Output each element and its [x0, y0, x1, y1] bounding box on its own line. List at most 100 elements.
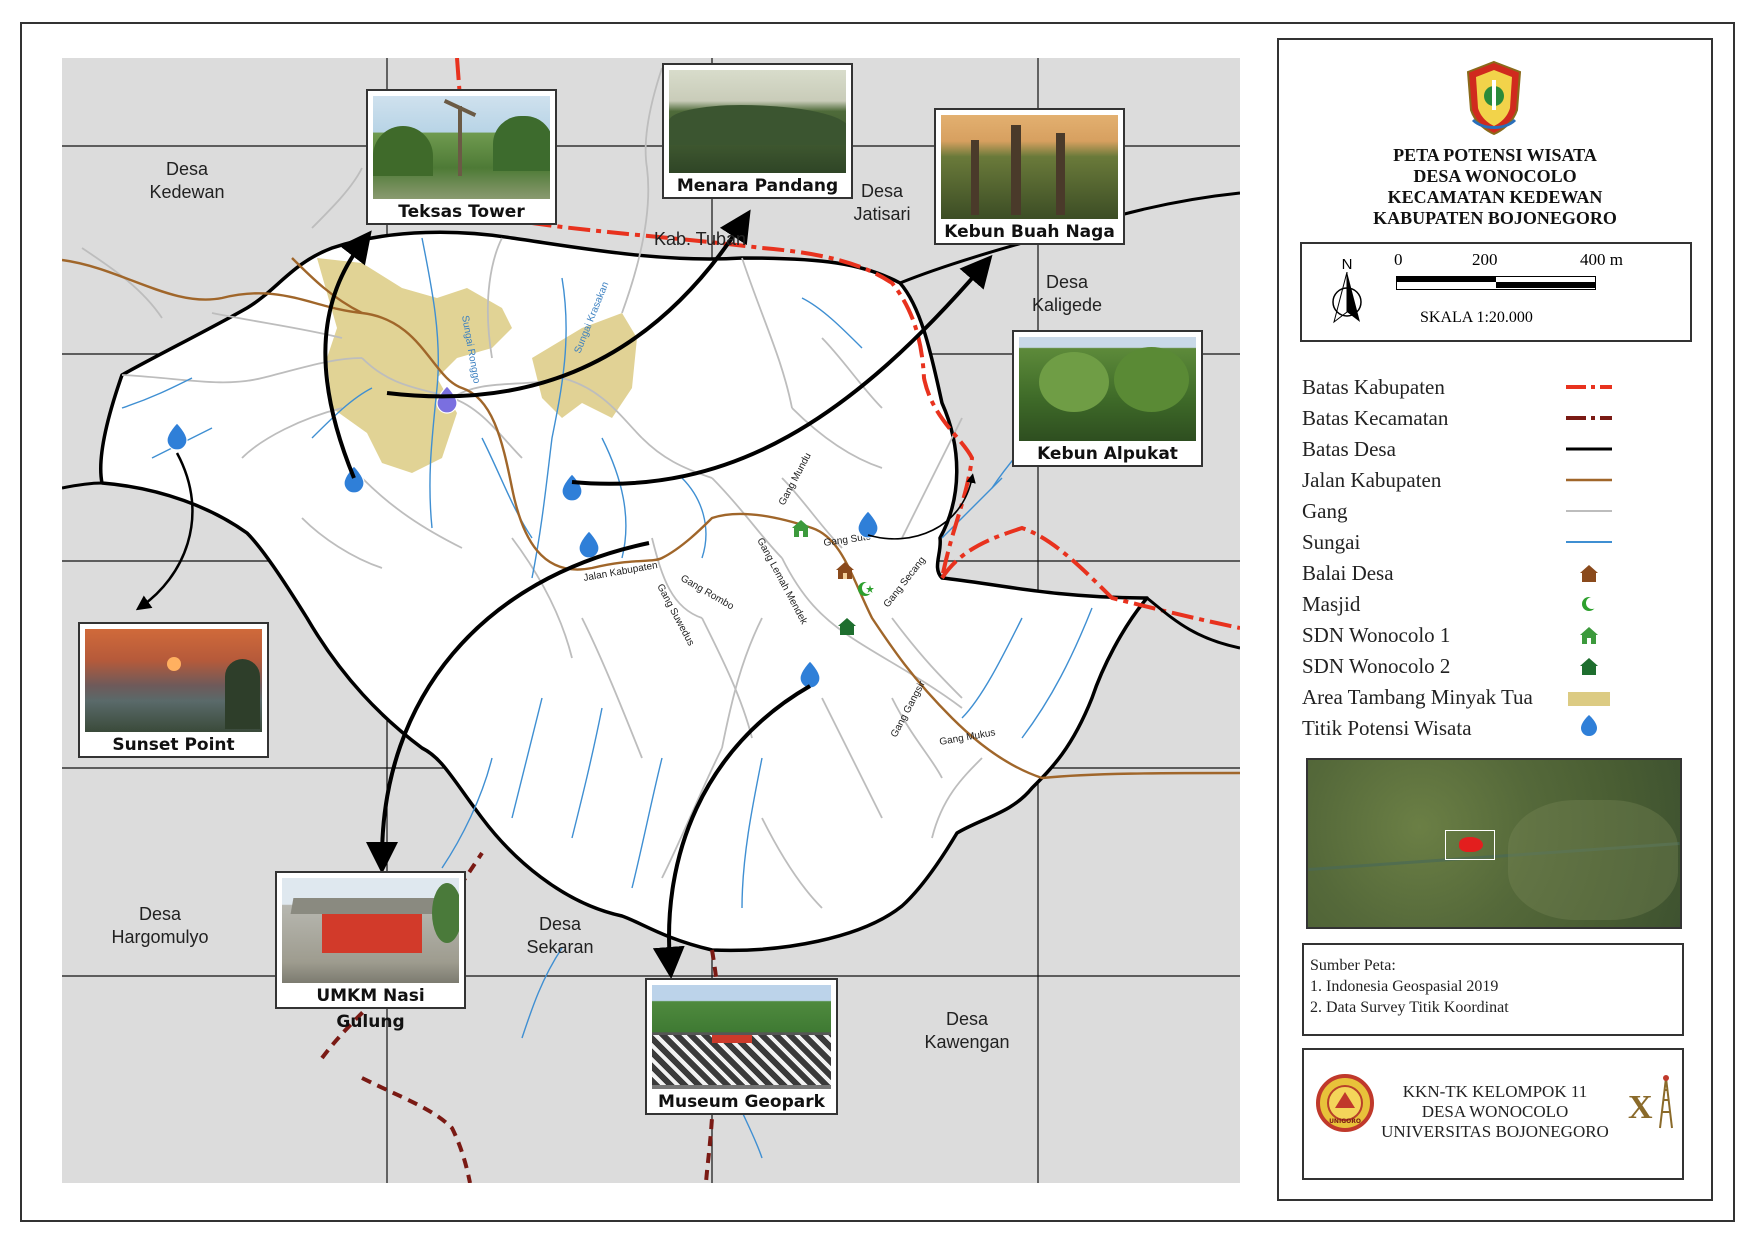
arrow-buah-naga	[571, 254, 993, 486]
legend-symbol-titik-potensi-icon	[1581, 715, 1597, 736]
photo-menara-pandang	[669, 70, 846, 173]
photo-kebun-alpukat	[1019, 337, 1196, 441]
photo-umkm-nasi-gulung	[282, 878, 459, 983]
legend-label-jalan-kabupaten: Jalan Kabupaten	[1302, 468, 1442, 492]
river-network	[121, 237, 1093, 1159]
photo-card-umkm-nasi-gulung[interactable]: UMKM Nasi Gulung	[275, 871, 466, 1032]
arrow-teksas	[323, 230, 372, 479]
scale-tick-200: 200	[1472, 250, 1498, 269]
legend-label-balai-desa: Balai Desa	[1302, 561, 1394, 585]
credit-line-3: UNIVERSITAS BOJONEGORO	[1381, 1122, 1609, 1141]
legend-symbol-sdn-2-icon	[1580, 658, 1598, 675]
arrow-menara	[386, 209, 751, 399]
scale-bar	[1396, 276, 1596, 290]
credit-box: UNIGORO KKN-TK KELOMPOK 11 DESA WONOCOLO…	[1302, 1048, 1684, 1180]
place-label-kab-tuban: Kab. Tuban	[653, 229, 747, 249]
callout-arrows	[135, 209, 993, 979]
photo-sunset-point	[85, 629, 262, 732]
map-title: PETA POTENSI WISATA DESA WONOCOLO KECAMA…	[1290, 145, 1700, 229]
scale-tick-0: 0	[1394, 250, 1403, 269]
gang-network	[81, 67, 983, 909]
photo-card-menara-pandang[interactable]: Menara Pandang	[662, 63, 853, 199]
pin-geopark	[799, 660, 821, 689]
place-label-sekaran: Desa Sekaran	[526, 914, 594, 957]
map-layers: Jalan Kabupaten Gang Suwedus Gang Rombo …	[62, 58, 1240, 1183]
credit-text: KKN-TK KELOMPOK 11 DESA WONOCOLO UNIVERS…	[1364, 1082, 1626, 1142]
photo-museum-geopark	[652, 985, 831, 1089]
bojonegoro-emblem-icon	[1465, 60, 1523, 136]
caption-umkm-nasi-gulung: UMKM Nasi Gulung	[316, 986, 425, 1032]
north-arrow-icon: N	[1324, 256, 1370, 326]
svg-text:X: X	[1628, 1089, 1653, 1126]
sdn-wonocolo-1-icon	[792, 520, 810, 537]
legend-label-batas-kecamatan: Batas Kecamatan	[1302, 406, 1449, 430]
kkn-oil-rig-logo-icon: X	[1626, 1072, 1678, 1132]
photo-card-sunset-point[interactable]: Sunset Point	[78, 622, 269, 758]
legend-symbols	[1566, 385, 1612, 736]
legend-label-sdn-1: SDN Wonocolo 1	[1302, 623, 1451, 647]
locator-minimap[interactable]	[1306, 758, 1682, 929]
place-label-hargomulyo: Desa Hargomulyo	[111, 904, 209, 947]
place-label-kedewan: Desa Kedewan	[149, 159, 225, 202]
pin-umkm	[578, 530, 600, 559]
caption-menara-pandang: Menara Pandang	[676, 176, 839, 196]
caption-sunset-point: Sunset Point	[112, 735, 235, 755]
legend-label-area-tambang: Area Tambang Minyak Tua	[1302, 685, 1533, 709]
source-item-1: 1. Indonesia Geospasial 2019	[1310, 978, 1499, 995]
title-line-1: PETA POTENSI WISATA	[1393, 145, 1597, 165]
legend-label-batas-kabupaten: Batas Kabupaten	[1302, 375, 1445, 399]
arrow-umkm	[366, 541, 650, 874]
balai-desa-icon	[836, 562, 854, 579]
outer-frame	[20, 22, 1735, 1222]
pin-menara	[343, 465, 365, 494]
unigoro-logo-icon: UNIGORO	[1316, 1074, 1374, 1132]
caption-kebun-buah-naga: Kebun Buah Naga	[944, 222, 1115, 242]
sdn-wonocolo-2-icon	[838, 618, 856, 635]
scale-label: SKALA 1:20.000	[1420, 309, 1533, 326]
legend-label-sungai: Sungai	[1302, 530, 1361, 554]
caption-kebun-alpukat: Kebun Alpukat	[1037, 444, 1178, 464]
title-line-2: DESA WONOCOLO	[1413, 166, 1577, 186]
place-label-kawengan: Desa Kawengan	[924, 1009, 1010, 1052]
legend-label-masjid: Masjid	[1302, 592, 1361, 616]
photo-kebun-buah-naga	[941, 115, 1118, 219]
credit-line-1: KKN-TK KELOMPOK 11	[1402, 1082, 1588, 1101]
legend-symbol-area-tambang	[1568, 692, 1610, 706]
scale-box: N 0 200 400 m SKALA 1:20.000	[1300, 242, 1692, 342]
source-box: Sumber Peta: 1. Indonesia Geospasial 201…	[1302, 943, 1684, 1036]
photo-teksas-tower	[373, 96, 550, 199]
source-item-2: 2. Data Survey Titik Koordinat	[1310, 999, 1509, 1016]
north-label: N	[1341, 256, 1353, 273]
arrow-sunset	[135, 452, 194, 611]
wonocolo-location-marker	[1459, 837, 1483, 852]
masjid-icon	[858, 582, 874, 596]
pin-alpukat	[857, 510, 879, 539]
place-label-kaligede: Desa Kaligede	[1031, 272, 1103, 315]
caption-teksas-tower: Teksas Tower	[398, 202, 525, 222]
arrow-geopark	[652, 684, 811, 979]
photo-card-museum-geopark[interactable]: Museum Geopark	[645, 978, 838, 1115]
place-label-jatisari: Desa Jatisari	[853, 181, 911, 224]
legend-symbol-balai-desa-icon	[1580, 565, 1598, 582]
photo-card-teksas-tower[interactable]: Teksas Tower	[366, 89, 557, 225]
legend-symbol-sdn-1-icon	[1580, 627, 1598, 644]
arrow-alpukat	[867, 473, 976, 540]
photo-card-kebun-alpukat[interactable]: Kebun Alpukat	[1012, 330, 1203, 467]
legend-label-gang: Gang	[1302, 499, 1348, 523]
locator-highlight-box	[1445, 830, 1495, 860]
legend-label-batas-desa: Batas Desa	[1302, 437, 1396, 461]
jalan-kabupaten-road	[62, 257, 1240, 780]
legend-label-sdn-2: SDN Wonocolo 2	[1302, 654, 1451, 678]
unigoro-logo-text: UNIGORO	[1329, 1118, 1361, 1125]
legend-symbol-masjid-icon	[1582, 597, 1598, 611]
title-line-4: KABUPATEN BOJONEGORO	[1373, 208, 1617, 228]
caption-museum-geopark: Museum Geopark	[658, 1092, 825, 1112]
source-heading: Sumber Peta:	[1310, 957, 1396, 974]
photo-card-kebun-buah-naga[interactable]: Kebun Buah Naga	[934, 108, 1125, 245]
scale-tick-400: 400 m	[1580, 250, 1623, 269]
title-line-3: KECAMATAN KEDEWAN	[1387, 187, 1603, 207]
legend-label-titik-potensi: Titik Potensi Wisata	[1302, 716, 1472, 740]
pin-sunset	[166, 422, 188, 451]
legend-panel	[1277, 38, 1713, 1201]
pin-teksas	[436, 385, 458, 414]
